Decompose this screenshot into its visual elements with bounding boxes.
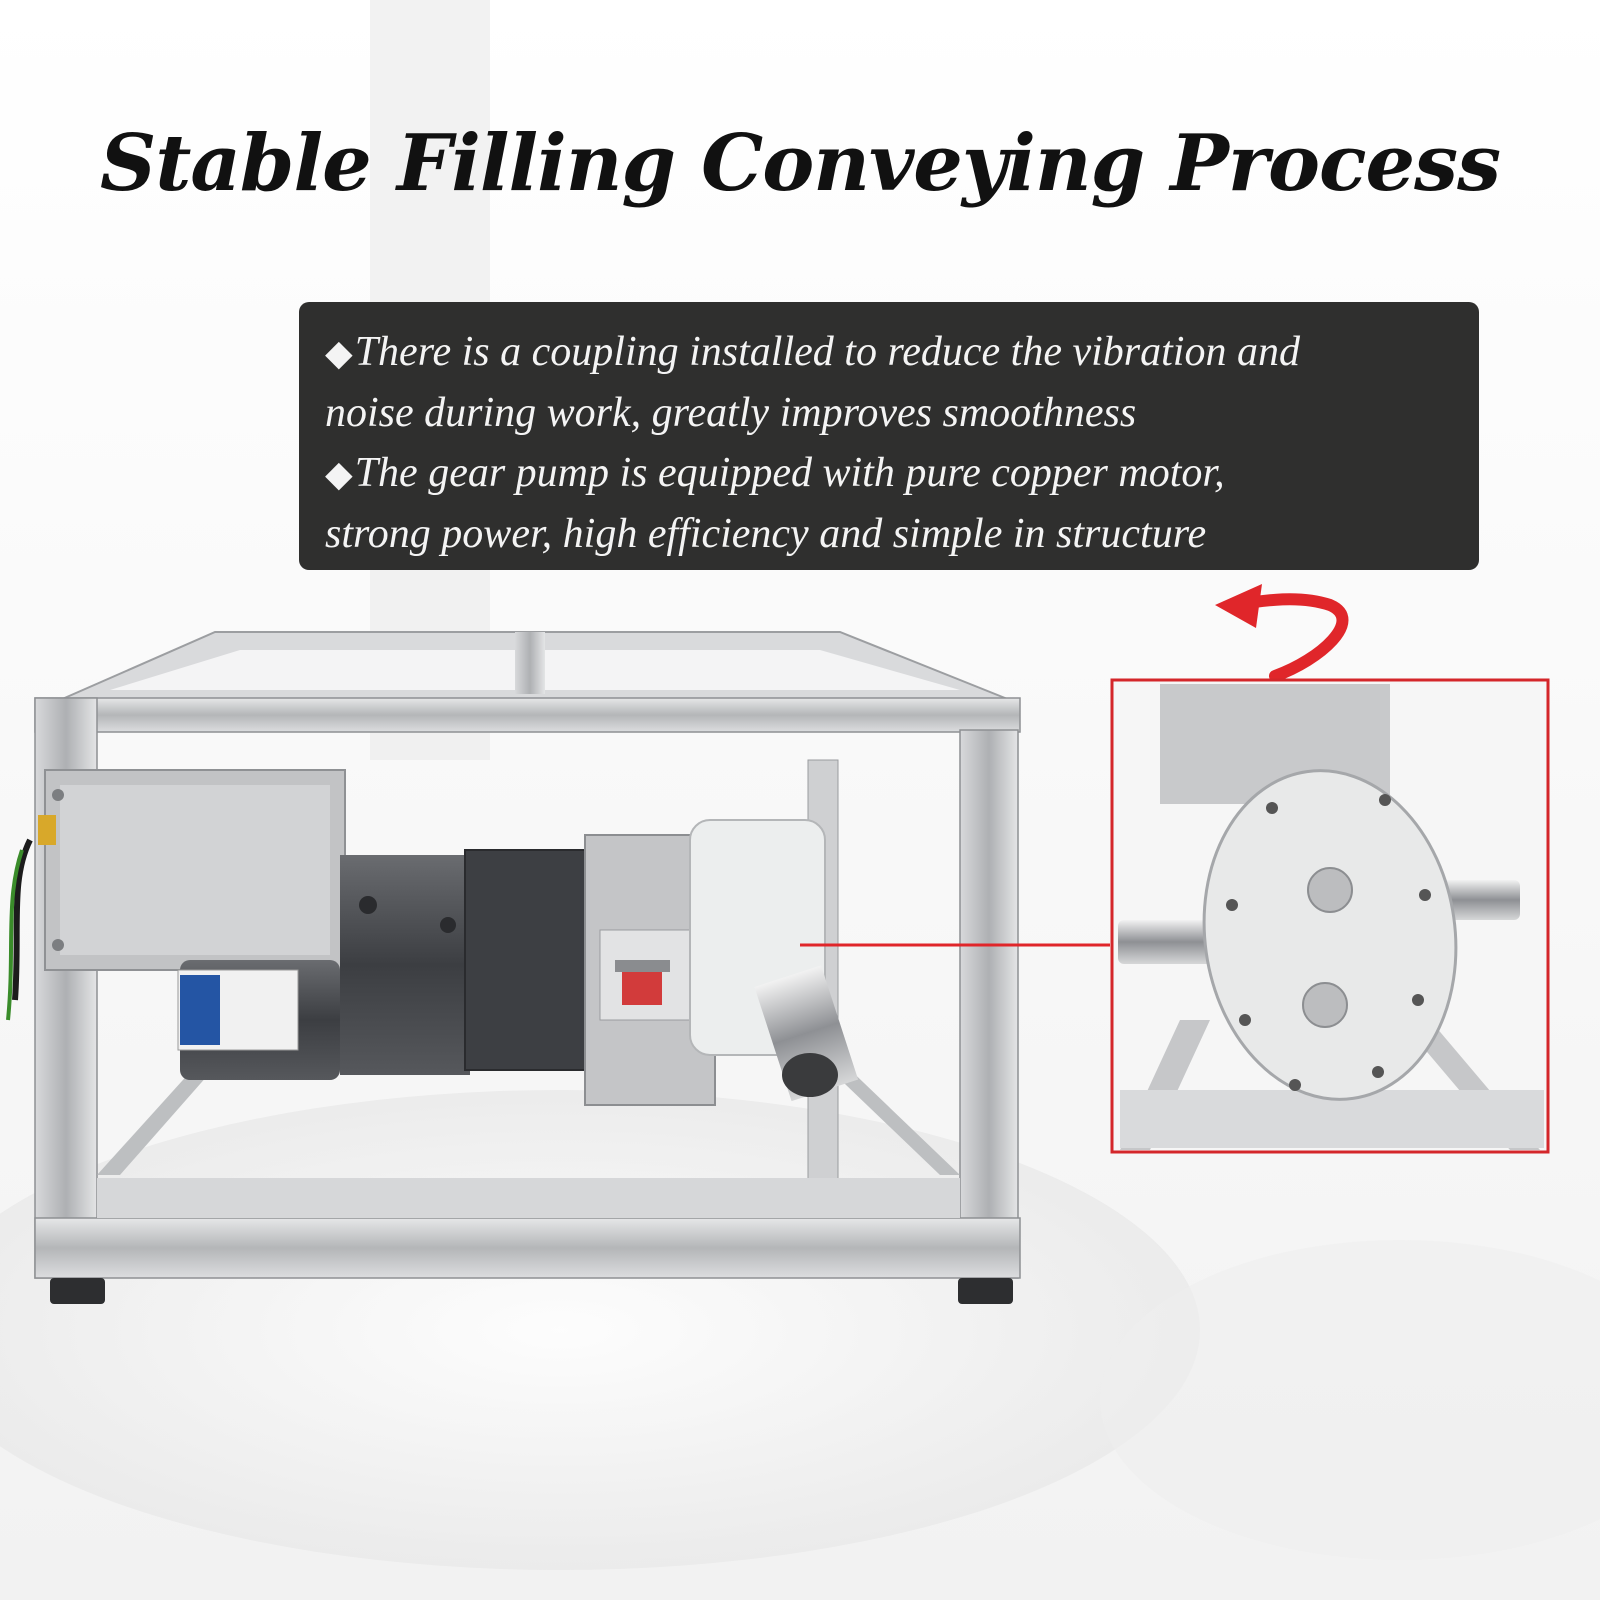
feature-2-line-2: strong power, high efficiency and simple… [325, 511, 1207, 557]
gear-pump-head [689, 819, 1110, 1102]
steel-frame [34, 631, 1021, 1304]
electric-motor [177, 849, 596, 1080]
diamond-bullet-icon: ◆ [325, 454, 353, 494]
callout-arrow [1215, 584, 1349, 682]
detail-inset [1110, 678, 1550, 1154]
diamond-bullet-icon: ◆ [325, 333, 353, 373]
feature-1-line-1: ◆There is a coupling installed to reduce… [325, 329, 1300, 375]
feature-text-box: ◆There is a coupling installed to reduce… [299, 302, 1479, 570]
feature-1-line-2: noise during work, greatly improves smoo… [325, 390, 1137, 436]
control-box [6, 769, 346, 1021]
page-title: Stable Filling Conveying Process [100, 118, 1501, 209]
feature-2-line-1: ◆The gear pump is equipped with pure cop… [325, 450, 1225, 496]
